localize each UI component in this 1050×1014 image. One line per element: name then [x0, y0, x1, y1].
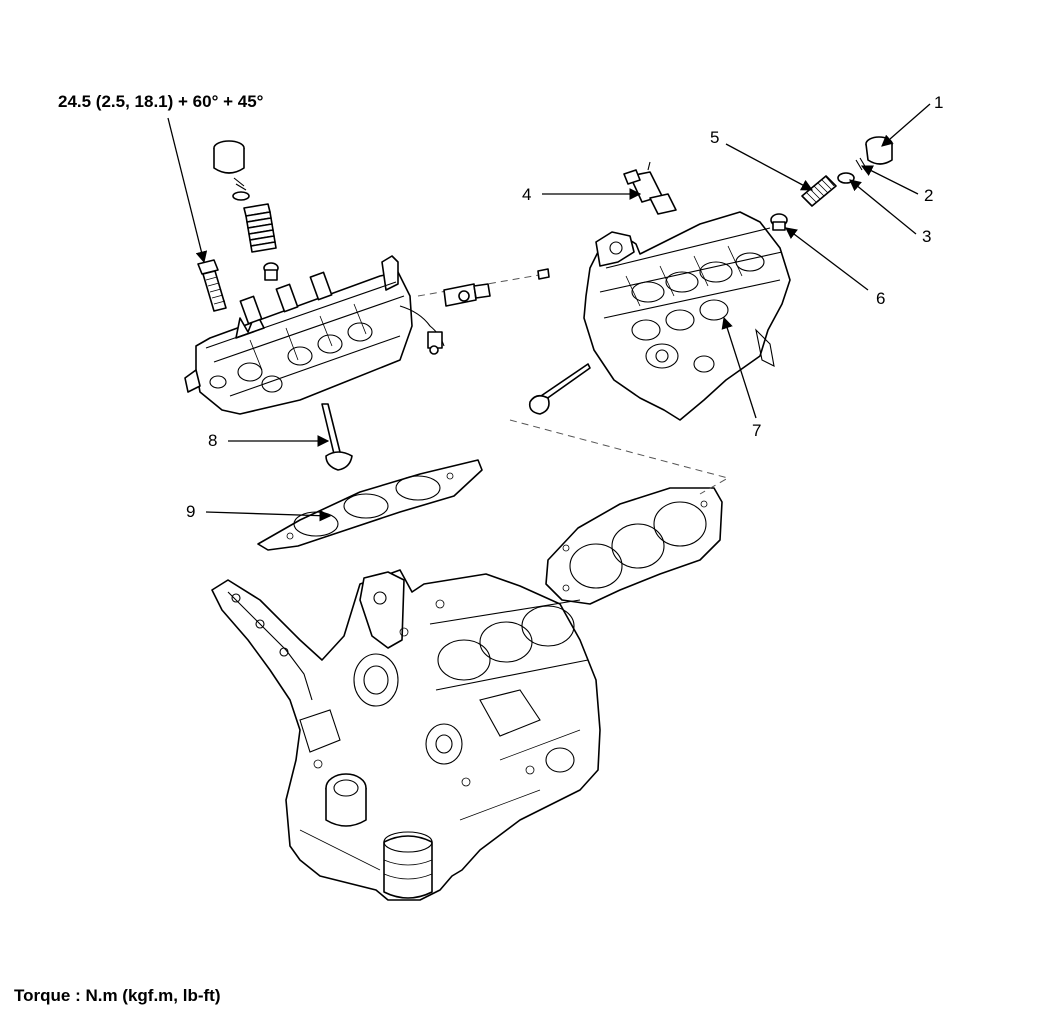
- callout-3: 3: [849, 179, 931, 246]
- svg-text:2: 2: [924, 186, 933, 205]
- left-cylinder-head: [184, 255, 445, 415]
- callout-9: 9: [186, 502, 332, 522]
- alignment-dashed-line: [509, 419, 730, 495]
- callout-2: 2: [860, 165, 933, 205]
- head-gasket-part-9: [257, 459, 483, 551]
- callout-4: 4: [522, 185, 642, 204]
- callout-8: 8: [208, 431, 330, 450]
- torque-spec-label: 24.5 (2.5, 18.1) + 60° + 45°: [58, 92, 264, 111]
- callout-5: 5: [710, 128, 814, 191]
- right-cylinder-head-part-7: [583, 211, 791, 421]
- svg-text:6: 6: [876, 289, 885, 308]
- callout-1: 1: [881, 93, 943, 147]
- svg-text:9: 9: [186, 502, 195, 521]
- svg-text:3: 3: [922, 227, 931, 246]
- engine-block: [211, 569, 601, 901]
- torque-units-note: Torque : N.m (kgf.m, lb-ft): [14, 986, 221, 1005]
- right-valve: [528, 363, 591, 415]
- svg-text:1: 1: [934, 93, 943, 112]
- valve-spring-part-5: [801, 175, 837, 207]
- callout-6: 6: [785, 227, 885, 308]
- svg-text:5: 5: [710, 128, 719, 147]
- svg-text:8: 8: [208, 431, 217, 450]
- callout-7: 7: [721, 316, 761, 440]
- oil-control-valve-part-4: [623, 161, 677, 215]
- right-head-gasket: [545, 487, 723, 605]
- svg-text:7: 7: [752, 421, 761, 440]
- valve-part-8: [321, 403, 353, 471]
- valve-stem-seal-part-6: [770, 213, 788, 231]
- torque-spec-leader: [167, 117, 208, 264]
- head-bolt: [197, 259, 227, 312]
- svg-text:4: 4: [522, 185, 531, 204]
- left-oil-control-valve: [417, 268, 550, 307]
- left-valve-train-stack: [213, 140, 279, 281]
- keeper-part-2: [855, 157, 867, 171]
